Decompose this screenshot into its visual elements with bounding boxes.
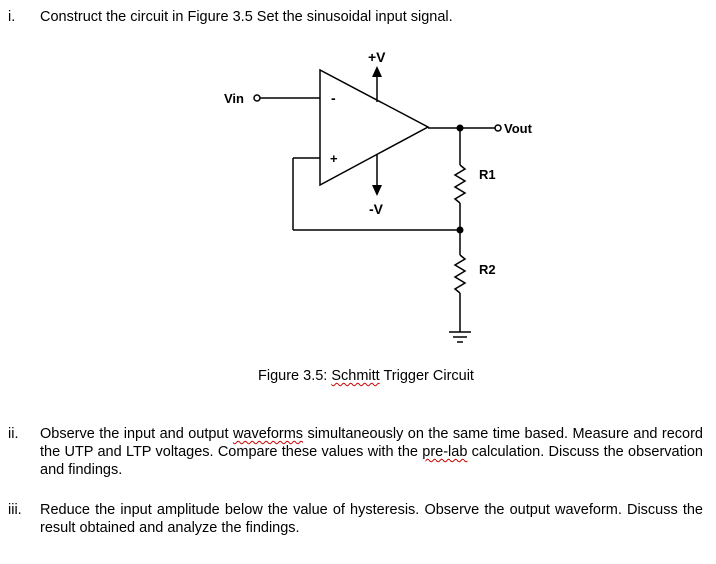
item-ii-part-3: simultaneously on the same time based. M…: [40, 426, 703, 460]
vminus-label: -V: [369, 201, 384, 217]
r1-resistor: [453, 164, 467, 204]
noninverting-input-label: +: [330, 151, 338, 166]
item-text-i: Construct the circuit in Figure 3.5 Set …: [40, 9, 453, 25]
vminus-arrow: [372, 185, 382, 196]
caption-schmitt: Schmitt: [331, 368, 380, 384]
opamp-symbol: [319, 68, 430, 187]
figure-caption: Figure 3.5: Schmitt Trigger Circuit: [258, 367, 474, 385]
inverting-input-label: -: [331, 90, 336, 106]
item-number-ii: ii.: [8, 426, 19, 442]
vin-terminal: [253, 94, 261, 102]
r2-label: R2: [479, 262, 496, 277]
item-ii-part-1: Observe the input and output: [40, 426, 233, 442]
item-ii-part-5: calculation. Discuss the observation and…: [40, 444, 703, 478]
item-text-iii: Reduce the input amplitude below the val…: [40, 502, 703, 536]
item-text-ii: Observe the input and output waveforms s…: [40, 425, 703, 479]
caption-prefix: Figure 3.5:: [258, 368, 332, 384]
vout-label: Vout: [504, 121, 533, 136]
r1-label: R1: [479, 167, 496, 182]
item-ii-waveforms: waveforms: [232, 426, 304, 442]
feedback-node: [456, 226, 464, 234]
item-number-i: i.: [8, 9, 16, 25]
vin-label: Vin: [224, 91, 244, 106]
vplus-arrow: [372, 66, 382, 77]
output-node: [456, 124, 464, 132]
caption-suffix: Trigger Circuit: [379, 368, 474, 384]
schmitt-trigger-circuit: +V -V Vin Vout R1 R2 - +: [224, 49, 533, 343]
vplus-label: +V: [368, 49, 386, 65]
r2-resistor: [453, 254, 467, 294]
item-number-iii: iii.: [8, 502, 22, 518]
item-ii-prelab: pre-lab: [422, 444, 468, 460]
vout-terminal: [494, 124, 502, 132]
